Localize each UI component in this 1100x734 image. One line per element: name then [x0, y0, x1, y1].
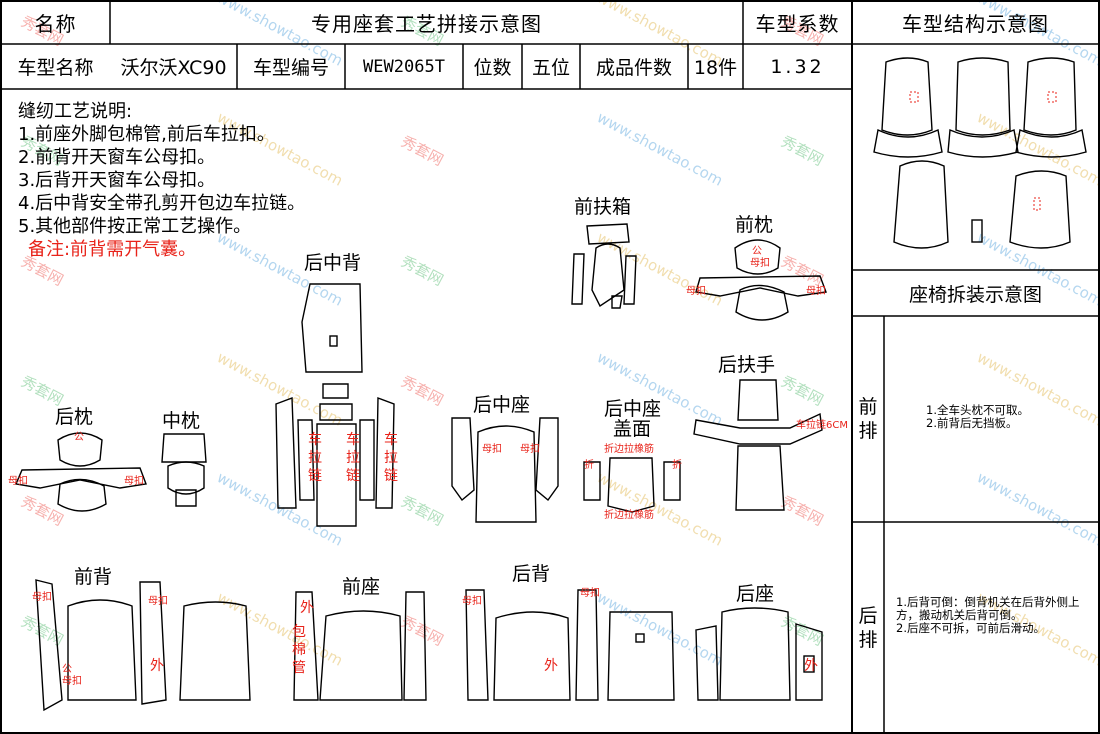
front-back-pieces: 母扣 母扣 公 母扣 外: [32, 579, 251, 712]
page-title: 专用座套工艺拼接示意图: [311, 12, 542, 36]
front-back-male-mark: 公: [62, 664, 72, 675]
disassembly-title: 座椅拆装示意图: [908, 283, 1042, 306]
front-headrest-snap-right: 母扣: [806, 284, 826, 297]
rear-headrest-pieces: 公 母扣 母扣: [8, 432, 147, 512]
label-front-back: 前背: [74, 566, 113, 588]
front-seat-outer-mark: 外: [300, 600, 314, 616]
zipper-mark-2: 拉: [308, 450, 322, 466]
pieces-label: 成品件数: [595, 57, 672, 79]
name-label: 名称: [34, 12, 77, 36]
model-name-label: 车型名称: [17, 57, 94, 79]
rear-center-back-pieces: 车 拉 链 车 拉 链 车 拉 链: [275, 283, 398, 527]
model-code-value: WEW2065T: [363, 56, 445, 77]
note-item-2: 2.前背开天窗车公母扣。: [18, 147, 216, 168]
zipper-mark-5: 拉: [346, 450, 360, 466]
coef-value: 1.32: [770, 55, 825, 78]
label-front-headrest: 前枕: [735, 214, 774, 236]
label-front-seat: 前座: [342, 576, 381, 598]
label-rear-center-seat-cover-2: 盖面: [613, 418, 652, 440]
rear-back-snap-right: 母扣: [580, 586, 600, 599]
rear-row-note-1: 1.后背可倒：倒背机关在后背外侧上方，搬动机关后背可倒。: [896, 595, 1080, 622]
rear-headrest-snap-right: 母扣: [124, 474, 144, 487]
middle-headrest-pieces: [161, 433, 207, 507]
rear-row-note-2: 2.后座不可拆，可前后滑动。: [896, 621, 1045, 635]
rear-back-pieces: 母扣 母扣 外: [462, 586, 675, 701]
rear-center-seat-cover-pieces: 折边拉橡筋 折边拉橡筋 折 折: [583, 442, 682, 521]
rear-seat-pieces: 外: [695, 607, 823, 701]
zipper-mark-6: 链: [346, 468, 360, 484]
cover-bead-bottom: 折边拉橡筋: [604, 508, 654, 521]
label-rear-headrest: 后枕: [55, 406, 94, 428]
sewing-notes: 缝纫工艺说明: 1.前座外脚包棉管,前后车拉扣。 2.前背开天窗车公母扣。 3.…: [18, 100, 305, 261]
foam-tube-mark-3: 管: [292, 660, 306, 676]
rear-center-seat-pieces: 母扣 母扣: [451, 417, 559, 523]
pieces-value: 18件: [693, 57, 738, 79]
front-headrest-snap-left: 母扣: [686, 284, 706, 297]
note-item-3: 3.后背开天窗车公母扣。: [18, 170, 216, 191]
coef-label: 车型系数: [755, 12, 840, 36]
front-row-seats: [873, 57, 1087, 158]
zipper-mark-8: 拉: [384, 450, 398, 466]
seats-label: 位数: [473, 57, 512, 79]
zipper-mark-9: 链: [384, 468, 398, 484]
rear-seat-snap-left: 母扣: [482, 442, 502, 455]
cover-bead-top: 折边拉橡筋: [604, 442, 654, 455]
front-seat-pieces: 外 包 棉 管: [292, 591, 427, 701]
rear-seat-snap-right: 母扣: [520, 442, 540, 455]
structure-title: 车型结构示意图: [902, 12, 1049, 36]
front-row-note-1: 1.全车头枕不可取。: [926, 403, 1029, 417]
rear-back-outer-mark: 外: [544, 658, 558, 674]
rear-row-seats: [893, 160, 1071, 249]
front-back-outer-mark: 外: [150, 658, 164, 674]
label-front-armrest-box: 前扶箱: [574, 196, 632, 218]
armrest-zipper-mark: 车拉链6CM: [796, 418, 848, 431]
cover-bead-left: 折: [584, 458, 594, 471]
model-code-label: 车型编号: [252, 57, 329, 79]
front-back-snap-left: 母扣: [32, 590, 52, 603]
label-rear-center-seat: 后中座: [473, 394, 531, 416]
rear-headrest-male-mark: 公: [74, 432, 84, 443]
front-back-snap-mark: 母扣: [62, 674, 82, 687]
zipper-mark-4: 车: [346, 431, 360, 448]
note-item-5: 5.其他部件按正常工艺操作。: [18, 216, 252, 237]
front-headrest-male-mark: 公: [752, 246, 762, 257]
label-rear-back: 后背: [512, 563, 551, 585]
notes-heading: 缝纫工艺说明:: [18, 101, 133, 122]
label-rear-center-back: 后中背: [304, 252, 362, 274]
foam-tube-mark-2: 棉: [292, 641, 306, 658]
note-item-4: 4.后中背安全带孔剪开包边车拉链。: [18, 193, 306, 214]
front-headrest-female-mark: 母扣: [750, 256, 770, 269]
zipper-mark-7: 车: [384, 431, 398, 448]
model-name-value: 沃尔沃XC90: [120, 57, 227, 79]
foam-tube-mark-1: 包: [292, 624, 306, 640]
label-rear-center-seat-cover-1: 后中座: [604, 398, 662, 420]
rear-seat-outer-mark: 外: [804, 658, 818, 674]
label-middle-headrest: 中枕: [162, 410, 201, 432]
cover-bead-right: 折: [672, 458, 682, 471]
front-row-note-2: 2.前背后无挡板。: [926, 416, 1018, 430]
front-back-snap-right: 母扣: [148, 594, 168, 607]
zipper-mark-3: 链: [308, 468, 322, 484]
front-row-label: 前排: [858, 396, 878, 442]
vehicle-structure-diagram: [873, 57, 1087, 249]
rear-row-label: 后排: [858, 604, 878, 651]
seats-value: 五位: [531, 57, 570, 79]
front-headrest-pieces: 公 母扣 母扣 母扣: [686, 239, 827, 321]
rear-headrest-snap-left: 母扣: [8, 474, 28, 487]
label-rear-armrest: 后扶手: [718, 354, 776, 376]
rear-armrest-pieces: 车拉链6CM: [693, 379, 848, 511]
note-remark: 备注:前背需开气囊。: [28, 239, 197, 260]
front-armrest-box-pieces: [571, 223, 637, 309]
label-rear-seat: 后座: [736, 583, 775, 605]
note-item-1: 1.前座外脚包棉管,前后车拉扣。: [18, 124, 275, 145]
pattern-drawings: 公 母扣 母扣 母扣 车 拉 链 车 拉 链 车 拉 链 公 母扣 母扣: [8, 223, 848, 712]
rear-back-snap-left: 母扣: [462, 594, 482, 607]
zipper-mark-1: 车: [308, 431, 322, 448]
